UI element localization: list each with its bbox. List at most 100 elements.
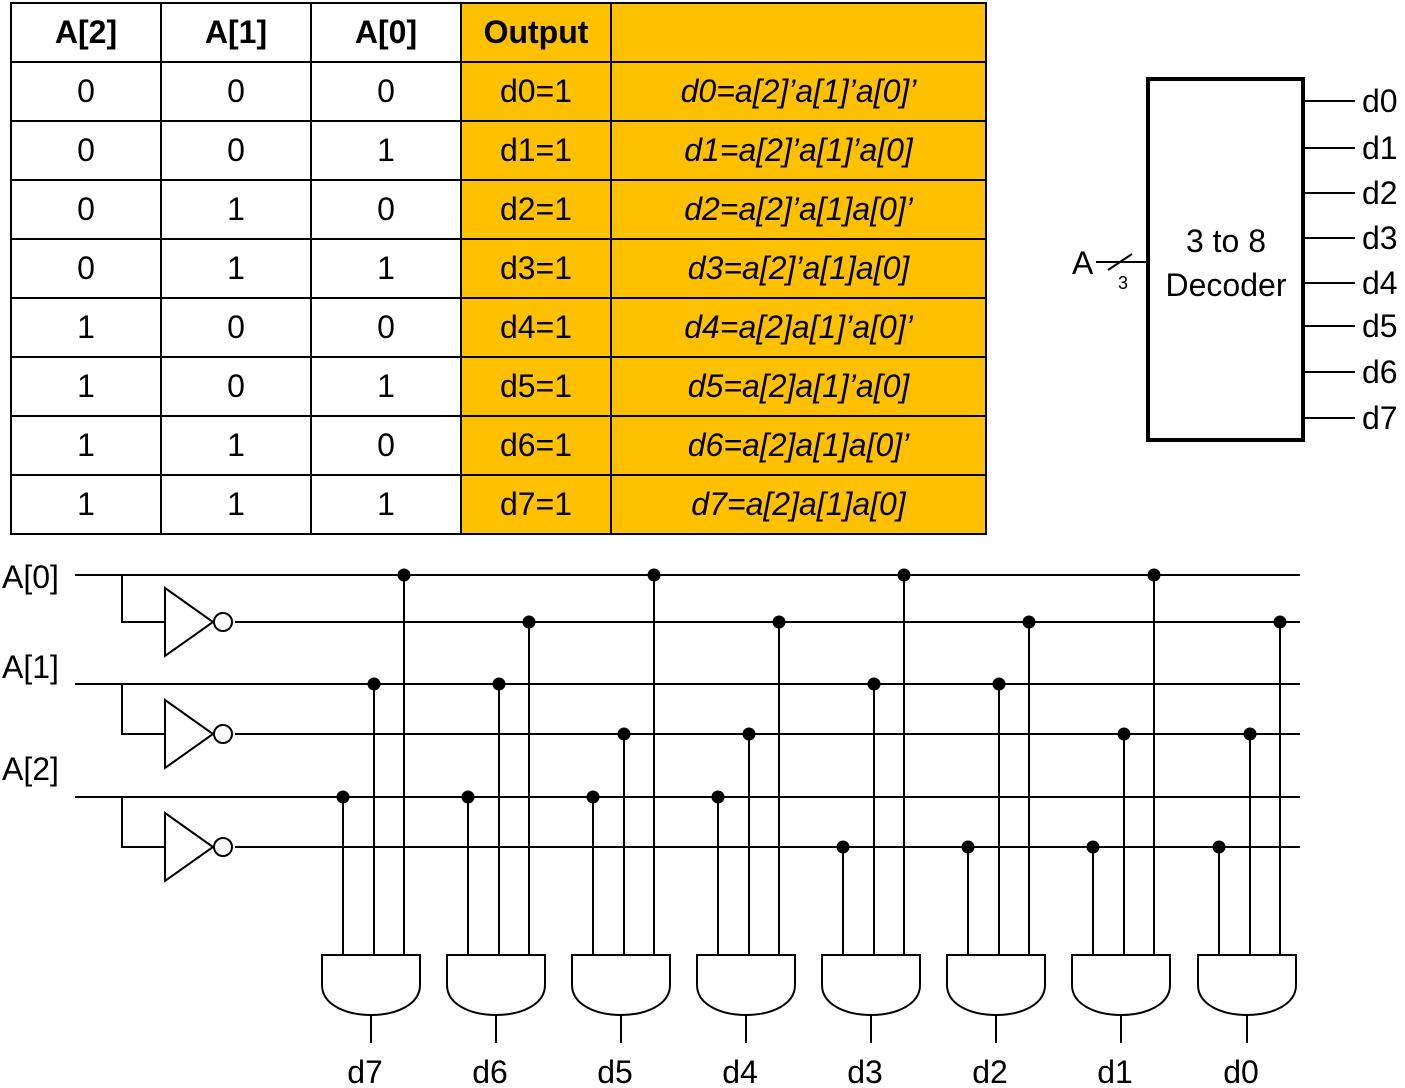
not-gate [164, 811, 215, 883]
decoder-output-label: d5 [1362, 308, 1398, 344]
cell-a1: 0 [160, 61, 312, 122]
and-gate [946, 954, 1046, 1016]
cell-output: d4=1 [460, 297, 612, 358]
not-gate [164, 586, 215, 658]
junction-dot [647, 568, 661, 582]
not-gate-bubble [213, 612, 233, 632]
decoder-output-label: d2 [1362, 175, 1398, 211]
cell-expression: d4=a[2]a[1]’a[0]’ [610, 297, 987, 358]
cell-a1: 0 [160, 297, 312, 358]
cell-a0: 1 [310, 356, 462, 417]
cell-a2: 0 [10, 238, 162, 299]
table-row: 1 0 1 d5=1 d5=a[2]a[1]’a[0] [10, 356, 987, 417]
not-gate-bubble [213, 837, 233, 857]
table-row: 1 1 0 d6=1 d6=a[2]a[1]a[0]’ [10, 415, 987, 476]
cell-expression: d3=a[2]’a[1]a[0] [610, 238, 987, 299]
cell-a2: 1 [10, 297, 162, 358]
inverters [121, 575, 233, 883]
cell-output: d6=1 [460, 415, 612, 476]
junction-dot [1243, 727, 1257, 741]
input-label-a0: A[0] [2, 559, 59, 595]
cell-a1: 0 [160, 120, 312, 181]
junction-dot [992, 677, 1006, 691]
junction-dot [1086, 840, 1100, 854]
cell-output: d7=1 [460, 474, 612, 535]
header-a1: A[1] [160, 2, 312, 63]
gate-output-label: d4 [722, 1054, 758, 1088]
table-row: 0 1 0 d2=1 d2=a[2]’a[1]a[0]’ [10, 179, 987, 240]
junction-dot [1212, 840, 1226, 854]
cell-a0: 0 [310, 179, 462, 240]
gate-output-label: d5 [597, 1054, 633, 1088]
decoder-title-line1: 3 to 8 [1186, 223, 1266, 259]
header-a2: A[2] [10, 2, 162, 63]
input-section: A[0] A[1] A[2] [2, 559, 1300, 883]
cell-expression: d5=a[2]a[1]’a[0] [610, 356, 987, 417]
junction-dot [586, 790, 600, 804]
input-label-a1: A[1] [2, 649, 59, 685]
cell-expression: d6=a[2]a[1]a[0]’ [610, 415, 987, 476]
cell-output: d1=1 [460, 120, 612, 181]
and-gates: d7 d6 d5 d4 d3 d2 d1 d0 [321, 568, 1297, 1088]
cell-a1: 0 [160, 356, 312, 417]
junction-dot [772, 615, 786, 629]
gate-output-label: d1 [1097, 1054, 1133, 1088]
cell-expression: d2=a[2]’a[1]a[0]’ [610, 179, 987, 240]
junction-dot [522, 615, 536, 629]
table-row: 0 0 0 d0=1 d0=a[2]’a[1]’a[0]’ [10, 61, 987, 122]
cell-a0: 0 [310, 415, 462, 476]
decoder-box [1146, 77, 1305, 442]
decoder-input-label: A [1072, 245, 1094, 281]
and-gate [1071, 954, 1171, 1016]
cell-a1: 1 [160, 474, 312, 535]
bus-slash [1107, 253, 1133, 271]
gate-output-label: d7 [347, 1054, 383, 1088]
gate-output-label: d2 [972, 1054, 1008, 1088]
cell-a1: 1 [160, 415, 312, 476]
gate-output-label: d3 [847, 1054, 883, 1088]
cell-a1: 1 [160, 238, 312, 299]
header-expression [610, 2, 987, 63]
junction-dot [1117, 727, 1131, 741]
and-gate [1197, 954, 1297, 1016]
and-gate [571, 954, 671, 1016]
junction-dot [617, 727, 631, 741]
junction-dot [1147, 568, 1161, 582]
table-row: 1 1 1 d7=1 d7=a[2]a[1]a[0] [10, 474, 987, 535]
cell-a2: 0 [10, 61, 162, 122]
decoder-output-label: d7 [1362, 400, 1398, 436]
gate-output-label: d6 [472, 1054, 508, 1088]
decoder-output-label: d4 [1362, 265, 1398, 301]
junction-dot [367, 677, 381, 691]
inverter-branch-wire [121, 797, 165, 848]
and-gate [446, 954, 546, 1016]
gate-output-label: d0 [1223, 1054, 1259, 1088]
junction-dot [867, 677, 881, 691]
not-gate-bubble [213, 724, 233, 744]
input-label-a2: A[2] [2, 751, 59, 787]
table-header-row: A[2] A[1] A[0] Output [10, 2, 987, 63]
cell-output: d5=1 [460, 356, 612, 417]
decoder-output-label: d1 [1362, 130, 1398, 166]
cell-a0: 1 [310, 474, 462, 535]
cell-output: d0=1 [460, 61, 612, 122]
junction-dot [711, 790, 725, 804]
cell-expression: d0=a[2]’a[1]’a[0]’ [610, 61, 987, 122]
junction-dot [1273, 615, 1287, 629]
junction-dot [897, 568, 911, 582]
junction-dot [961, 840, 975, 854]
junction-dot [461, 790, 475, 804]
junction-dot [492, 677, 506, 691]
cell-a0: 0 [310, 297, 462, 358]
cell-expression: d7=a[2]a[1]a[0] [610, 474, 987, 535]
cell-a0: 0 [310, 61, 462, 122]
and-gate [821, 954, 921, 1016]
cell-expression: d1=a[2]’a[1]’a[0] [610, 120, 987, 181]
cell-a2: 1 [10, 474, 162, 535]
junction-dot [336, 790, 350, 804]
decoder-output-label: d6 [1362, 354, 1398, 390]
not-gate [164, 698, 215, 770]
